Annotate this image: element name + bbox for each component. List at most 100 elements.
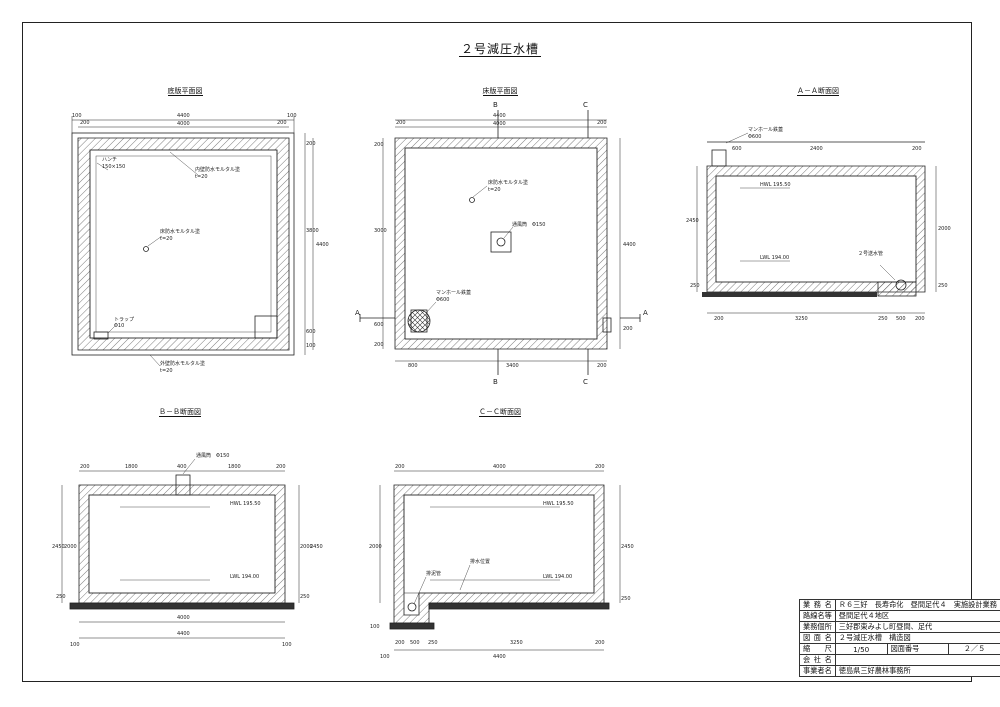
svg-text:Φ10: Φ10 <box>114 323 124 329</box>
svg-text:250: 250 <box>428 640 438 646</box>
svg-text:2000: 2000 <box>64 544 77 550</box>
svg-text:3800: 3800 <box>306 228 319 234</box>
svg-text:250: 250 <box>56 594 66 600</box>
svg-text:250: 250 <box>300 594 310 600</box>
svg-text:2450: 2450 <box>621 544 634 550</box>
svg-text:200: 200 <box>396 120 406 126</box>
svg-text:100: 100 <box>282 642 292 648</box>
svg-text:200: 200 <box>912 146 922 152</box>
svg-text:t=20: t=20 <box>160 236 173 242</box>
view-title-section-bb: Ｂ－Ｂ断面図 <box>159 408 201 417</box>
tb-key: 事業者名 <box>799 665 836 677</box>
title-block-row: 縮尺 1/50 図面番号 ２／５ <box>799 643 1000 655</box>
svg-text:4400: 4400 <box>493 654 506 660</box>
svg-text:C: C <box>583 378 588 386</box>
svg-text:200: 200 <box>597 363 607 369</box>
svg-text:200: 200 <box>80 120 90 126</box>
svg-text:200: 200 <box>306 141 316 147</box>
title-block-row: 路線名等 昼間足代４地区 <box>799 610 1000 622</box>
svg-text:4000: 4000 <box>493 121 506 127</box>
svg-text:2000: 2000 <box>300 544 313 550</box>
svg-text:4000: 4000 <box>177 121 190 127</box>
svg-text:4400: 4400 <box>623 242 636 248</box>
svg-text:150×150: 150×150 <box>102 164 125 170</box>
title-block-row: 図面名 ２号減圧水槽 構造図 <box>799 632 1000 644</box>
section-aa <box>696 132 937 314</box>
view-title-bottom-slab: 底版平面図 <box>167 87 203 96</box>
svg-text:3250: 3250 <box>510 640 523 646</box>
floor-slab-labels: 200 4400 4000 200 200 3000 600 200 4400 … <box>355 101 648 386</box>
tb-value <box>834 654 1000 666</box>
svg-text:4400: 4400 <box>177 631 190 637</box>
svg-text:A: A <box>355 309 360 317</box>
svg-text:2000: 2000 <box>369 544 382 550</box>
svg-text:4400: 4400 <box>177 113 190 119</box>
svg-text:250: 250 <box>878 316 888 322</box>
tb-value: Ｒ６三好 長寿命化 昼間足代４ 実施設計業務 <box>834 599 1000 611</box>
svg-text:500: 500 <box>896 316 906 322</box>
svg-text:200: 200 <box>276 464 286 470</box>
title-block: 業務名 Ｒ６三好 長寿命化 昼間足代４ 実施設計業務 路線名等 昼間足代４地区 … <box>799 599 1000 677</box>
svg-text:HWL 195.50: HWL 195.50 <box>230 501 261 507</box>
svg-text:HWL 195.50: HWL 195.50 <box>543 501 574 507</box>
tb-key: 会社名 <box>799 654 836 666</box>
svg-text:600: 600 <box>306 329 316 335</box>
svg-text:200: 200 <box>395 464 405 470</box>
tb-value2: ２／５ <box>948 643 1000 655</box>
svg-text:800: 800 <box>408 363 418 369</box>
svg-text:トラップ: トラップ <box>114 317 134 323</box>
bottom-slab-labels: 100 200 4400 4000 200 100 200 3800 4400 … <box>72 113 329 374</box>
svg-text:2450: 2450 <box>52 544 65 550</box>
svg-text:外壁防水モルタル塗: 外壁防水モルタル塗 <box>160 360 205 367</box>
svg-text:LWL 194.00: LWL 194.00 <box>543 574 572 580</box>
svg-text:100: 100 <box>70 642 80 648</box>
floor-slab-plan <box>359 110 641 375</box>
svg-text:通風筒 Φ150: 通風筒 Φ150 <box>512 221 545 228</box>
svg-text:2400: 2400 <box>810 146 823 152</box>
svg-text:200: 200 <box>597 120 607 126</box>
svg-text:t=20: t=20 <box>195 174 208 180</box>
svg-text:200: 200 <box>595 464 605 470</box>
svg-text:100: 100 <box>306 343 316 349</box>
svg-text:C: C <box>583 101 588 109</box>
tb-value: 昼間足代４地区 <box>834 610 1000 622</box>
svg-text:200: 200 <box>623 326 633 332</box>
svg-text:250: 250 <box>938 283 948 289</box>
tb-value: 1/50 <box>834 643 888 655</box>
svg-text:t=20: t=20 <box>488 187 501 193</box>
svg-text:100: 100 <box>72 113 82 119</box>
svg-text:排水位置: 排水位置 <box>470 558 490 565</box>
svg-text:2000: 2000 <box>938 226 951 232</box>
title-block-row: 業務名 Ｒ６三好 長寿命化 昼間足代４ 実施設計業務 <box>799 599 1000 611</box>
svg-text:200: 200 <box>374 142 384 148</box>
svg-text:内壁防水モルタル塗: 内壁防水モルタル塗 <box>195 166 240 173</box>
sheet-title: ２号減圧水槽 <box>458 42 541 57</box>
svg-text:200: 200 <box>595 640 605 646</box>
svg-text:2450: 2450 <box>310 544 323 550</box>
bottom-slab-plan <box>71 116 314 367</box>
svg-text:通風筒 Φ150: 通風筒 Φ150 <box>196 452 229 459</box>
tb-value: 徳島県三好農林事務所 <box>834 665 1000 677</box>
svg-text:ハンチ: ハンチ <box>102 157 117 163</box>
svg-text:２号送水管: ２号送水管 <box>858 250 883 257</box>
title-block-row: 業務個所 三好郡東みよし町昼間、足代 <box>799 621 1000 633</box>
svg-text:200: 200 <box>395 640 405 646</box>
tb-value: ２号減圧水槽 構造図 <box>834 632 1000 644</box>
svg-text:LWL 194.00: LWL 194.00 <box>230 574 259 580</box>
svg-text:排泥管: 排泥管 <box>426 570 441 577</box>
svg-text:400: 400 <box>177 464 187 470</box>
section-bb-labels: 200 1800 400 1800 200 2450 2000 250 250 … <box>52 452 323 648</box>
section-cc <box>379 470 621 651</box>
svg-text:3250: 3250 <box>795 316 808 322</box>
tb-key: 業務個所 <box>799 621 836 633</box>
svg-text:500: 500 <box>410 640 420 646</box>
view-title-floor-slab: 床版平面図 <box>482 87 518 96</box>
tb-key: 縮尺 <box>799 643 836 655</box>
svg-text:床防水モルタル塗: 床防水モルタル塗 <box>488 179 528 186</box>
svg-text:Φ600: Φ600 <box>748 134 761 140</box>
svg-text:100: 100 <box>370 624 380 630</box>
svg-text:3400: 3400 <box>506 363 519 369</box>
title-block-row: 事業者名 徳島県三好農林事務所 <box>799 665 1000 677</box>
svg-text:100: 100 <box>380 654 390 660</box>
